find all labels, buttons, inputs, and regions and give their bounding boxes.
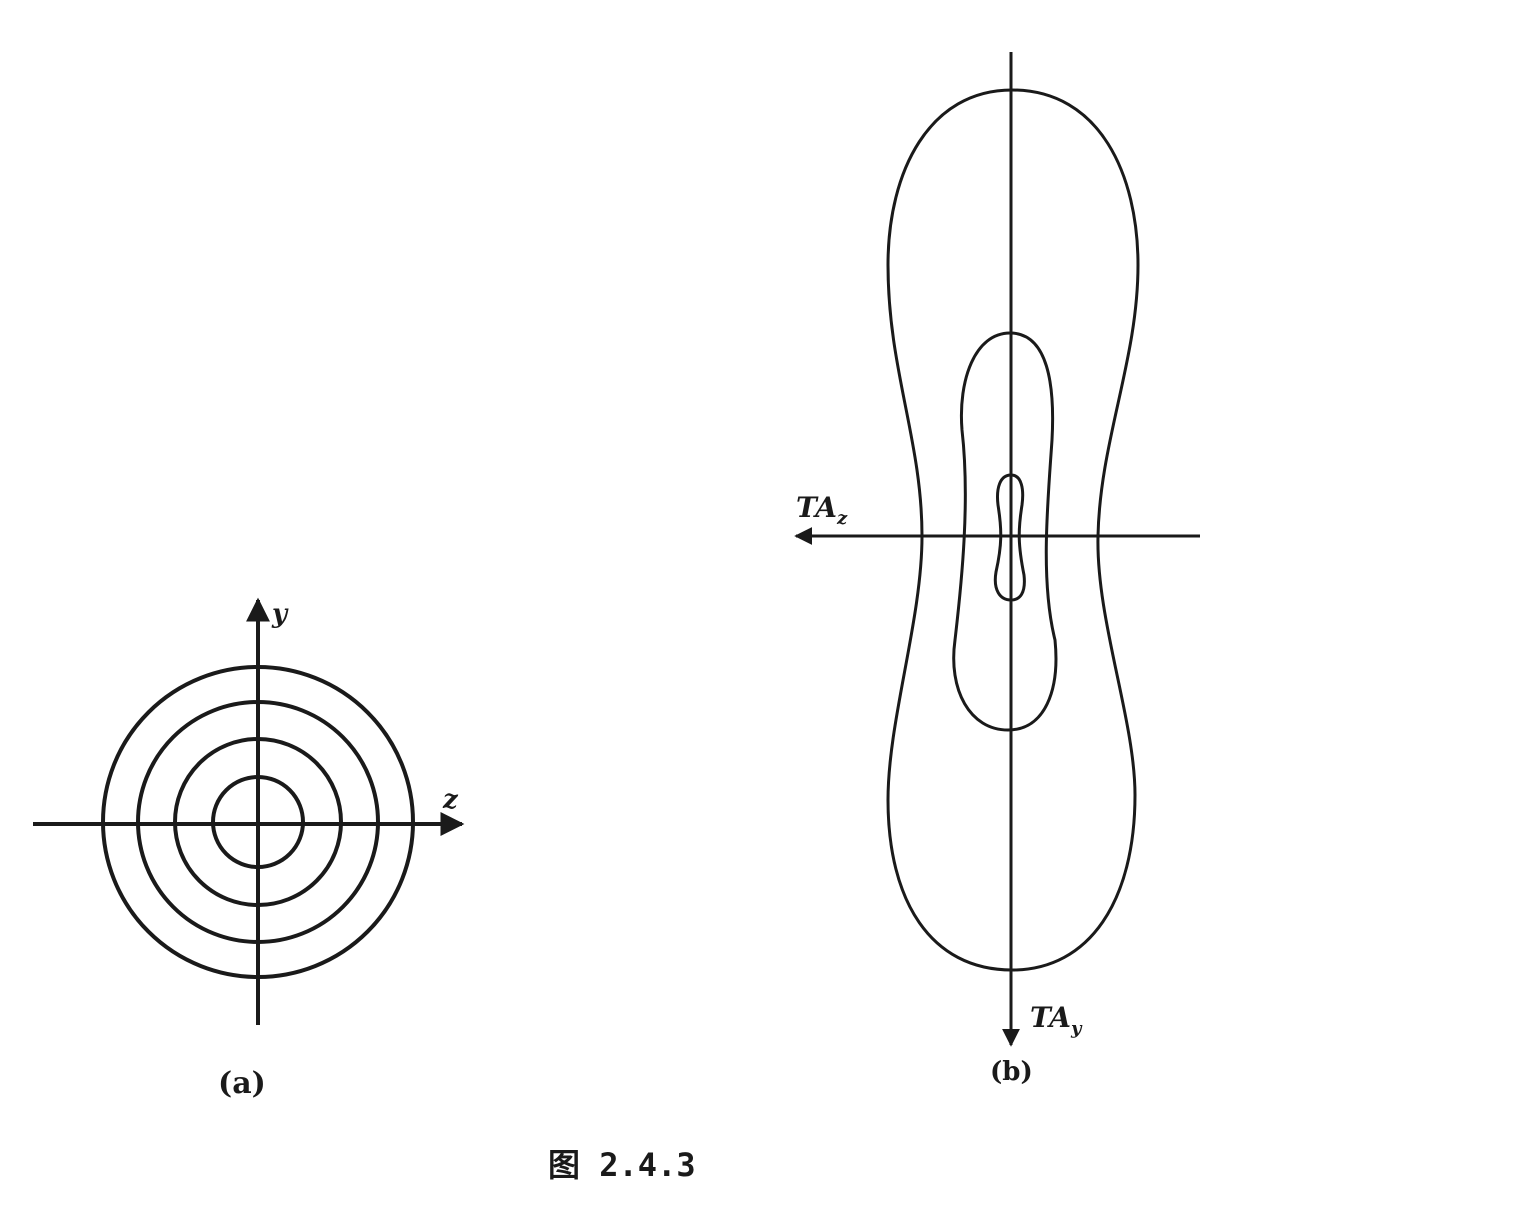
panel-b-caption: (b) <box>990 1057 1033 1087</box>
contour-ring-2 <box>173 737 343 907</box>
panel-b-horizontal-axis-main: TA <box>796 491 837 524</box>
panel-a-caption: (a) <box>218 1066 266 1101</box>
panel-a <box>33 597 465 1025</box>
panel-b-vertical-axis-label: TAy <box>1030 1001 1083 1039</box>
panel-b <box>794 52 1200 1047</box>
panel-a-y-label: y <box>271 599 289 629</box>
panel-b-vertical-axis-main: TA <box>1030 1001 1071 1034</box>
contour-ring-1 <box>211 775 305 869</box>
panel-b-horizontal-axis-label: TAz <box>796 491 848 529</box>
middle-contour <box>952 331 1058 732</box>
inner-contour <box>993 473 1026 602</box>
outer-contour <box>886 88 1140 972</box>
contour-ring-4 <box>101 665 415 979</box>
contour-ring-3 <box>136 700 380 944</box>
panel-b-vertical-axis-sub: y <box>1070 1018 1083 1039</box>
figure-caption: 图 2.4.3 <box>548 1146 696 1184</box>
panel-b-horizontal-axis-sub: z <box>836 508 848 529</box>
panel-a-z-label: z <box>442 785 459 815</box>
